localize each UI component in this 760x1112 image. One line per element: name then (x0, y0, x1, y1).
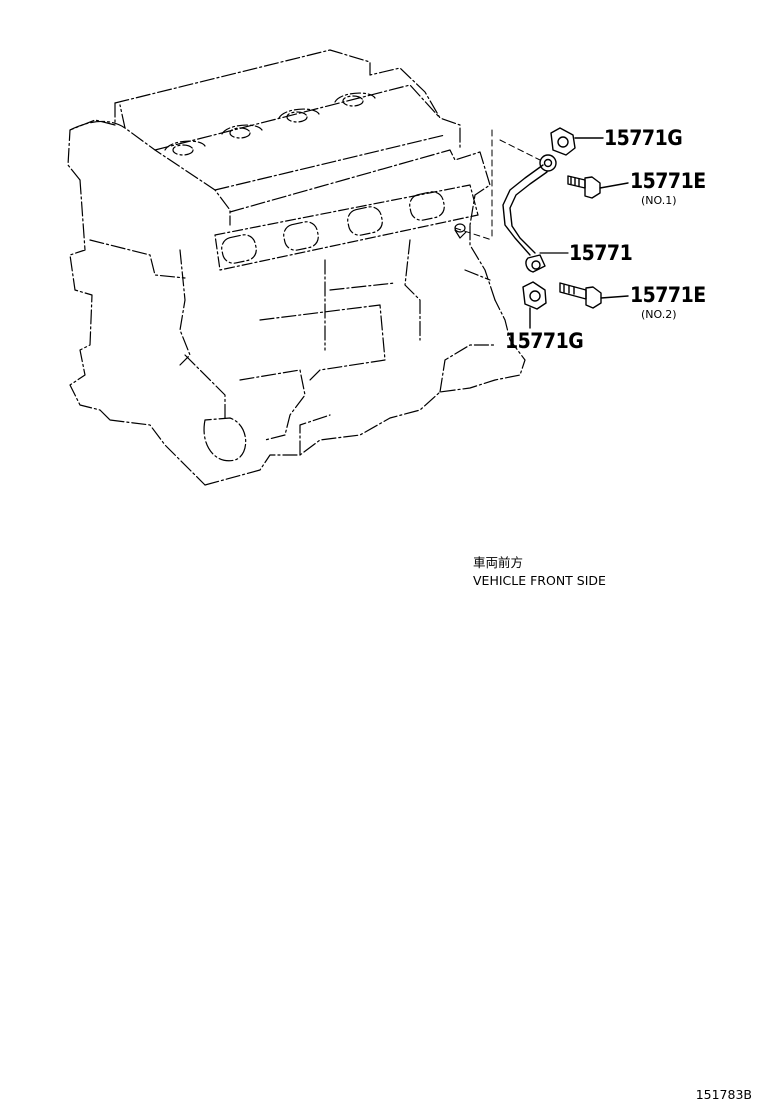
gasket-top-part (550, 127, 604, 156)
engine-oil-line-illustration (67, 49, 629, 486)
union-bolt-no1-part (567, 175, 629, 199)
part-variant-label: (NO.1) (641, 194, 677, 207)
cam-cover-details (164, 92, 376, 156)
exhaust-flange (214, 184, 479, 271)
part-number-label: 15771G (505, 329, 584, 353)
union-bolt-no2-part (559, 282, 629, 309)
front-indicator-english: VEHICLE FRONT SIDE (473, 573, 606, 588)
part-number-label: 15771E (630, 169, 706, 193)
engine-block-outline (67, 49, 526, 486)
gasket-bottom-part (522, 281, 547, 329)
part-number-label: 15771 (569, 241, 633, 265)
part-variant-label: (NO.2) (641, 308, 677, 321)
oil-hose-part (502, 154, 557, 273)
front-indicator-japanese: 車両前方 (473, 555, 524, 570)
figure-number: 151783B (695, 1087, 752, 1102)
part-number-label: 15771E (630, 283, 706, 307)
part-number-label: 15771G (604, 126, 683, 150)
mounting-reference-lines (454, 129, 541, 241)
engine-fitting (454, 223, 467, 239)
